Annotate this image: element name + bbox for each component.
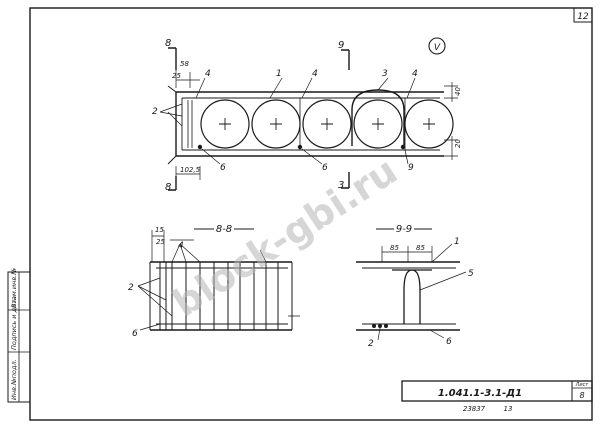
callout-6-section: 6 <box>132 329 138 339</box>
callout-3: 3 <box>382 69 388 79</box>
reference-symbol: V <box>434 43 441 53</box>
page-number: 12 <box>577 12 589 22</box>
cut-8-top: 8 <box>165 38 171 49</box>
callout-5-section: 5 <box>468 269 474 279</box>
callout-1: 1 <box>276 69 282 79</box>
callout-6a: 6 <box>220 163 226 173</box>
watermark: block-gbi.ru <box>165 148 405 325</box>
page-number-box <box>573 7 593 23</box>
dim-25-section: 25 <box>156 238 165 246</box>
section-8-title: 8-8 <box>216 224 232 235</box>
callout-2-section: 2 <box>128 283 134 293</box>
stamp-replace-label: Взам.инв.№ <box>10 268 18 308</box>
dim-85b: 85 <box>416 244 425 252</box>
callout-4-section: 4 <box>178 241 184 251</box>
callout-2-section9: 2 <box>368 339 374 349</box>
sheet-frame <box>29 7 593 421</box>
callout-4c: 4 <box>412 69 418 79</box>
stamp-inv-label: Инв.№подл. <box>10 359 18 400</box>
callout-1-section: 1 <box>454 237 460 247</box>
callout-2: 2 <box>152 107 158 117</box>
callout-4b: 4 <box>312 69 318 79</box>
section-9-title: 9-9 <box>396 224 412 235</box>
dim-25: 25 <box>172 72 181 80</box>
callout-4a: 4 <box>205 69 211 79</box>
callout-9: 9 <box>408 163 414 173</box>
callout-6b: 6 <box>322 163 328 173</box>
doc-code: 1.041.1-3.1-Д1 <box>438 388 522 399</box>
stamp-sign-label: Подпись и дата <box>10 296 18 350</box>
dim-102-5: 102,5 <box>180 166 201 174</box>
inventory-suffix: 13 <box>504 405 513 413</box>
dim-40: 40 <box>454 87 462 96</box>
section-8-8 <box>137 228 300 331</box>
inventory-number: 23837 <box>463 405 486 413</box>
callout-6-section9: 6 <box>446 337 452 347</box>
hollow-cores <box>200 99 454 149</box>
section-9-9 <box>356 228 467 341</box>
dim-20: 20 <box>454 139 462 148</box>
dim-58: 58 <box>180 60 189 68</box>
cut-9-bottom: 3 <box>338 180 344 191</box>
plan-view <box>159 37 458 191</box>
side-stamp: Инв.№подл. Подпись и дата Взам.инв.№ <box>7 268 31 403</box>
dim-15: 15 <box>155 226 164 234</box>
cut-9-top: 9 <box>338 40 344 51</box>
dim-85a: 85 <box>390 244 399 252</box>
title-block: 1.041.1-3.1-Д1 Лист 8 23837 13 <box>401 380 593 413</box>
sheet-label: Лист <box>575 382 590 388</box>
sheet-number: 8 <box>579 391 584 400</box>
cut-8-bottom: 8 <box>165 182 171 193</box>
reference-circle <box>428 37 446 55</box>
